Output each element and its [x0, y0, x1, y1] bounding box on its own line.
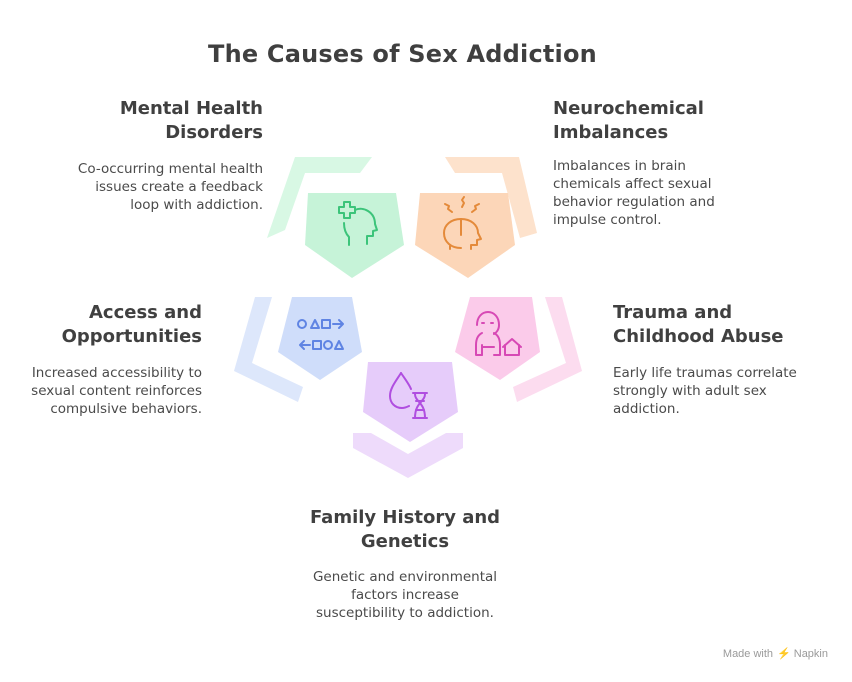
description-access: Increased accessibility to sexual conten… — [31, 365, 202, 417]
segment-mental-health — [267, 157, 404, 278]
mental-health-head-icon — [338, 201, 378, 246]
brain-stress-icon — [443, 196, 482, 250]
heading-trauma: Trauma and Childhood Abuse — [613, 302, 784, 347]
description-mental-health: Co-occurring mental health issues create… — [77, 161, 263, 213]
description-family: Genetic and environmental factors increa… — [312, 569, 498, 621]
watermark-prefix: Made with — [722, 648, 774, 660]
description-trauma: Early life traumas correlate strongly wi… — [613, 365, 797, 417]
segment-access — [234, 297, 362, 402]
heading-mental-health: Mental Health Disorders — [119, 98, 263, 143]
dna-drop-icon — [389, 372, 428, 419]
segment-neurochemical — [415, 157, 537, 278]
made-with-napkin-watermark[interactable]: Made with⚡Napkin — [723, 647, 828, 660]
heading-family: Family History and Genetics — [309, 507, 501, 552]
child-house-icon — [475, 311, 522, 356]
heading-access: Access and Opportunities — [61, 302, 202, 347]
description-neurochemical: Imbalances in brain chemicals affect sex… — [553, 158, 715, 228]
segment-trauma — [455, 297, 582, 402]
heading-neurochemical: Neurochemical Imbalances — [553, 98, 704, 143]
segment-family — [353, 362, 463, 478]
watermark-brand: Napkin — [793, 648, 828, 660]
shapes-arrows-icon — [297, 319, 344, 350]
napkin-logo-icon: ⚡ — [777, 648, 791, 660]
page-title: The Causes of Sex Addiction — [208, 40, 597, 68]
